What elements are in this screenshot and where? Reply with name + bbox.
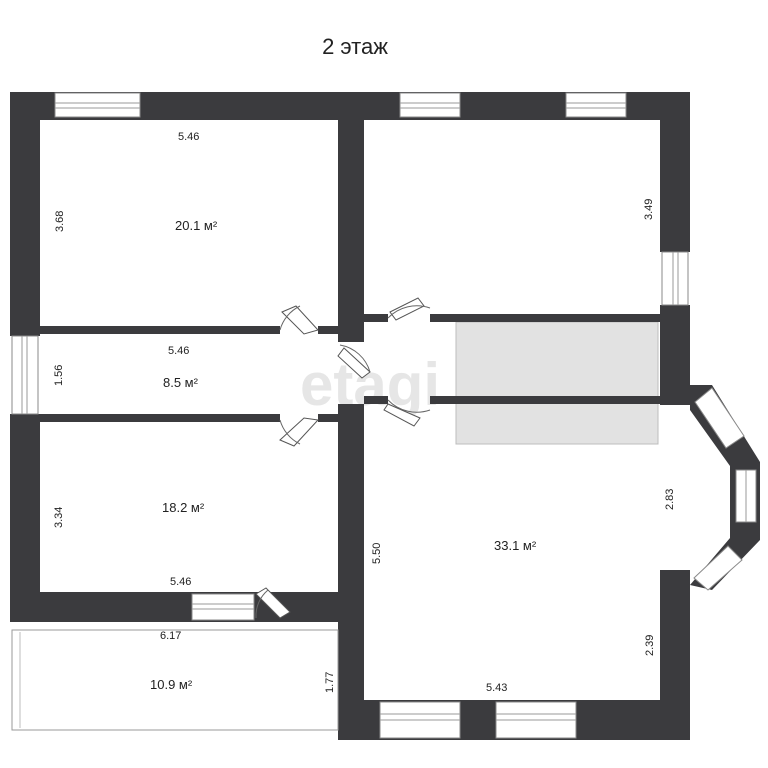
door-living-room[interactable] [383, 399, 431, 427]
dim-balcony-height: 1.77 [324, 672, 336, 693]
area-mid-left-room: 18.2 м² [162, 500, 205, 515]
door-top-right-room[interactable] [387, 297, 431, 321]
door-corridor[interactable] [337, 344, 371, 379]
area-living-room: 33.1 м² [494, 538, 537, 553]
window-bottom-left [379, 701, 461, 739]
dim-top-right-height: 3.49 [643, 199, 655, 220]
window-mid-left-bottom [191, 593, 255, 621]
exterior-wall-right-mid [660, 305, 690, 405]
door-top-left-room[interactable] [279, 305, 319, 335]
balcony-outline [11, 629, 339, 731]
window-bay-right [735, 469, 757, 523]
dim-mid-left-height: 3.34 [53, 507, 65, 528]
interior-wall-center-lower [338, 404, 364, 740]
dim-living-left: 5.50 [371, 543, 383, 564]
floor-title: 2 этаж [322, 34, 388, 59]
window-left-corridor [11, 335, 39, 415]
exterior-wall-left-lower [10, 414, 40, 622]
area-balcony: 10.9 м² [150, 677, 193, 692]
window-right [661, 251, 689, 306]
dim-corridor-width: 5.46 [168, 345, 189, 357]
window-top-left [54, 92, 141, 118]
dim-living-bottom: 5.43 [486, 682, 507, 694]
dim-top-left-width: 5.46 [178, 131, 199, 143]
area-top-left-room: 20.1 м² [175, 218, 218, 233]
dim-corridor-height: 1.56 [53, 365, 65, 386]
dim-balcony-width: 6.17 [160, 630, 181, 642]
window-bottom-right [495, 701, 577, 739]
window-bay-bottom [693, 545, 743, 591]
stair-area [455, 321, 659, 445]
dim-living-bay: 2.83 [664, 489, 676, 510]
watermark-text: etagi [300, 351, 440, 418]
wall-mid-left-bottom [10, 592, 364, 622]
dim-top-left-height: 3.68 [54, 211, 66, 232]
window-top-right [565, 92, 627, 118]
interior-wall-center-upper [338, 92, 364, 342]
corridor-wall-bottom-left [40, 414, 280, 422]
corridor-wall-bottom-right [318, 414, 340, 422]
stair-wall-bottom [430, 396, 660, 404]
stair-wall-top-left [364, 314, 388, 322]
door-mid-left-room[interactable] [279, 417, 320, 447]
door-balcony[interactable] [255, 587, 291, 619]
window-bay-top [694, 387, 745, 449]
exterior-wall-right-upper [660, 92, 690, 252]
corridor-wall-top-left [40, 326, 280, 334]
stair-wall-top [430, 314, 660, 322]
stair-wall-bottom-left [364, 396, 388, 404]
area-corridor: 8.5 м² [163, 375, 199, 390]
window-top-center [399, 92, 461, 118]
exterior-wall-left-upper [10, 92, 40, 336]
dim-living-right: 2.39 [644, 635, 656, 656]
corridor-wall-top-right [318, 326, 340, 334]
dim-mid-left-width: 5.46 [170, 576, 191, 588]
